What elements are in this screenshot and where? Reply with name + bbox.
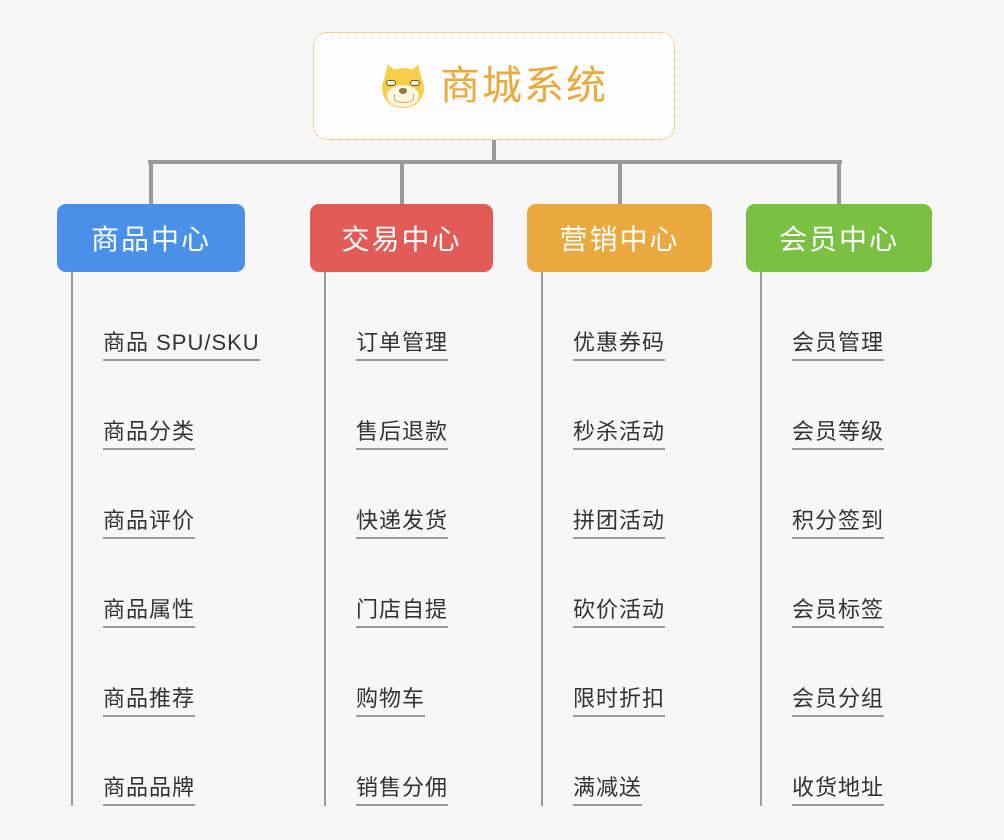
leaf-item-label: 限时折扣 (573, 686, 666, 717)
shiba-eye-right (410, 80, 420, 86)
branch-1: 商品中心商品 SPU/SKU 商品分类商品评价商品属性商品推荐商品品牌 (57, 204, 260, 806)
leaf-item[interactable]: 商品品牌 (71, 717, 260, 806)
leaf-list-2: 订单管理售后退款快递发货门店自提购物车销售分佣 (324, 272, 449, 806)
leaf-item[interactable]: 砍价活动 (541, 539, 666, 628)
leaf-item-label: 销售分佣 (356, 775, 449, 806)
connector-drop-1 (149, 160, 153, 206)
connector-root-stem (492, 140, 496, 162)
leaf-item[interactable]: 售后退款 (324, 361, 449, 450)
leaf-item[interactable]: 限时折扣 (541, 628, 666, 717)
leaf-item-label: 快递发货 (356, 508, 449, 539)
branch-trunk-2 (324, 272, 326, 806)
leaf-item-label: 满减送 (573, 775, 643, 806)
leaf-item[interactable]: 商品分类 (71, 361, 260, 450)
leaf-item[interactable]: 快递发货 (324, 450, 449, 539)
leaf-item-label: 砍价活动 (573, 597, 666, 628)
leaf-item-label: 会员等级 (792, 419, 885, 450)
shiba-dog-icon (379, 61, 427, 109)
branch-2: 交易中心订单管理售后退款快递发货门店自提购物车销售分佣 (310, 204, 493, 806)
connector-drop-2 (399, 160, 404, 206)
shiba-eye-left (386, 80, 396, 86)
leaf-item[interactable]: 销售分佣 (324, 717, 449, 806)
leaf-item[interactable]: 会员标签 (760, 539, 885, 628)
leaf-item[interactable]: 购物车 (324, 628, 448, 717)
leaf-item[interactable]: 订单管理 (324, 272, 449, 361)
branch-4: 会员中心会员管理会员等级积分签到会员标签会员分组收货地址 (746, 204, 932, 806)
leaf-item-label: 售后退款 (356, 419, 449, 450)
leaf-list-1: 商品 SPU/SKU 商品分类商品评价商品属性商品推荐商品品牌 (71, 272, 260, 806)
branch-header-1[interactable]: 商品中心 (57, 204, 245, 272)
branch-header-2[interactable]: 交易中心 (310, 204, 493, 272)
leaf-list-3: 优惠券码秒杀活动拼团活动砍价活动限时折扣满减送 (541, 272, 666, 806)
leaf-item[interactable]: 满减送 (541, 717, 665, 806)
leaf-item-label: 商品推荐 (103, 686, 196, 717)
leaf-item-label: 商品属性 (103, 597, 196, 628)
shiba-nose (399, 88, 407, 94)
leaf-item[interactable]: 优惠券码 (541, 272, 666, 361)
branch-header-4[interactable]: 会员中心 (746, 204, 932, 272)
connector-drop-3 (617, 160, 622, 206)
leaf-item-label: 会员标签 (792, 597, 885, 628)
leaf-item-label: 商品评价 (103, 508, 196, 539)
leaf-item-label: 优惠券码 (573, 330, 666, 361)
leaf-item-label: 商品分类 (103, 419, 196, 450)
branch-3: 营销中心优惠券码秒杀活动拼团活动砍价活动限时折扣满减送 (527, 204, 712, 806)
leaf-item[interactable]: 拼团活动 (541, 450, 666, 539)
leaf-item[interactable]: 收货地址 (760, 717, 885, 806)
leaf-item-label: 秒杀活动 (573, 419, 666, 450)
connector-drop-4 (837, 160, 841, 206)
leaf-item-label: 购物车 (356, 686, 426, 717)
leaf-item-label: 会员管理 (792, 330, 885, 361)
connector-horizontal-bus (148, 160, 842, 164)
leaf-item-label: 积分签到 (792, 508, 885, 539)
leaf-item[interactable]: 秒杀活动 (541, 361, 666, 450)
leaf-item[interactable]: 会员管理 (760, 272, 885, 361)
leaf-item[interactable]: 会员等级 (760, 361, 885, 450)
leaf-item-label: 商品 SPU/SKU (103, 330, 260, 361)
leaf-item-label: 拼团活动 (573, 508, 666, 539)
leaf-item[interactable]: 商品属性 (71, 539, 260, 628)
leaf-item-label: 门店自提 (356, 597, 449, 628)
branch-trunk-4 (760, 272, 762, 806)
leaf-item-label: 订单管理 (356, 330, 449, 361)
leaf-item[interactable]: 积分签到 (760, 450, 885, 539)
leaf-item-label: 商品品牌 (103, 775, 196, 806)
root-title: 商城系统 (440, 64, 608, 108)
leaf-item[interactable]: 商品 SPU/SKU (71, 272, 260, 361)
branch-trunk-1 (71, 272, 73, 806)
root-node[interactable]: 商城系统 (313, 32, 675, 140)
shiba-mouth (394, 94, 414, 103)
leaf-item[interactable]: 商品评价 (71, 450, 260, 539)
leaf-item[interactable]: 商品推荐 (71, 628, 260, 717)
leaf-item-label: 收货地址 (792, 775, 885, 806)
branch-trunk-3 (541, 272, 543, 806)
leaf-item-label: 会员分组 (792, 686, 885, 717)
leaf-item[interactable]: 会员分组 (760, 628, 885, 717)
leaf-list-4: 会员管理会员等级积分签到会员标签会员分组收货地址 (760, 272, 885, 806)
branch-header-3[interactable]: 营销中心 (527, 204, 712, 272)
leaf-item[interactable]: 门店自提 (324, 539, 449, 628)
